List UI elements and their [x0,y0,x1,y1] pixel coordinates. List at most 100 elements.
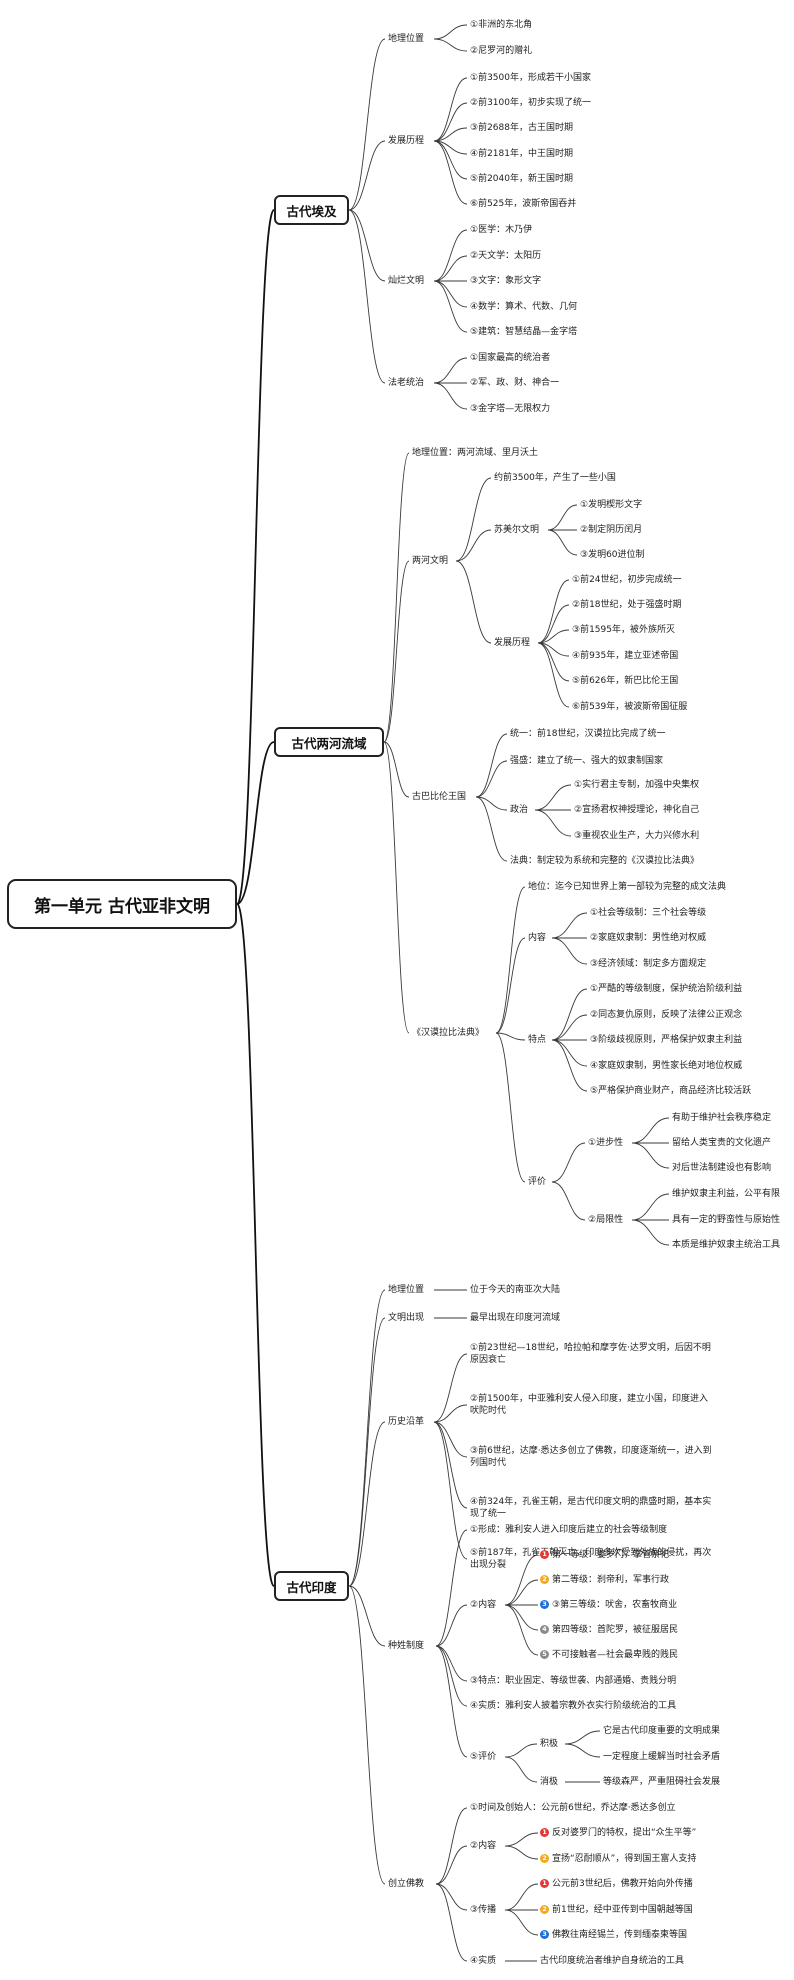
leaf-item: 等级森严，严重阻碍社会发展 [603,1777,721,1787]
category-geo: 地理位置：两河流域、里月沃土 [412,448,539,458]
leaf-item: 统一：前18世纪，汉谟拉比完成了统一 [510,729,666,739]
connector-line [534,784,572,811]
subcategory-spread: ③传播 [470,1905,497,1915]
category-buddhism: 创立佛教 [388,1879,425,1889]
subcategory-eval: ⑤评价 [470,1752,497,1762]
leaf-item: ⑤建筑：智慧结晶—金字塔 [470,327,578,337]
connector-line [551,912,588,939]
leaf-item: ②同态复仇原则，反映了法律公正观念 [590,1010,743,1020]
badge-item-text: 第一等级：婆罗门，掌管祭祀 [552,1550,670,1560]
category-rivers: 两河文明 [412,556,449,566]
connector-line [348,1421,386,1587]
leaf-item: ②天文学：太阳历 [470,251,542,261]
connector-line [631,1117,670,1144]
connector-line [475,760,508,798]
connector-line [537,642,570,708]
leaf-item: 最早出现在印度河流域 [470,1313,561,1323]
connector-line [383,741,410,1034]
leaf-item: ②尼罗河的赠礼 [470,46,533,56]
leaf-item: 有助于维护社会秩序稳定 [672,1113,772,1123]
leaf-item: ②军、政、财、神合一 [470,378,560,388]
leaf-item: ③重视农业生产，大力兴修水利 [574,831,700,841]
badge-item-text: 佛教往南经锡兰，传到缅泰柬等国 [552,1930,688,1940]
leaf-item: 强盛：建立了统一、强大的奴隶制国家 [510,756,664,766]
category-history: 发展历程 [388,136,425,146]
leaf-item: ②前3100年，初步实现了统一 [470,98,591,108]
leaf-item: 它是古代印度重要的文明成果 [603,1726,721,1736]
badge-item-text: ③第三等级：吠舍，农畜牧商业 [552,1600,678,1610]
connector-line [433,127,468,142]
leaf-item: 地位：迄今已知世界上第一部较为完整的成文法典 [528,882,727,892]
leaf-item: ④前324年，孔雀王朝，是古代印度文明的鼎盛时期，基本实现了统一 [470,1497,712,1519]
connector-line [433,1421,468,1560]
leaf-item: ③前1595年，被外族所灭 [572,625,675,635]
connector-line [435,1645,468,1707]
leaf-item: ④实质：雅利安人披着宗教外衣实行阶级统治的工具 [470,1701,677,1711]
leaf-item: 留给人类宝贵的文化遗产 [672,1138,772,1148]
leaf-item: ③发明60进位制 [580,550,645,560]
leaf-item: ④前2181年，中王国时期 [470,149,573,159]
connector-line [348,209,386,384]
leaf-item: ③特点：职业固定、等级世袭、内部通婚、贵贱分明 [470,1676,677,1686]
connector-line [475,733,508,798]
connector-line [348,1317,386,1587]
badge-item-text: 不可接触者—社会最卑贱的贱民 [552,1650,679,1660]
subcategory-history: 发展历程 [494,638,531,648]
category-geo: 地理位置 [388,34,425,44]
number-badge-icon: 2 [540,1905,549,1914]
leaf-item: ③经济领域：制定多方面规定 [590,959,707,969]
connector-line [504,1756,538,1783]
connector-line [435,1883,468,1911]
connector-line [348,1585,386,1647]
subcategory-content: ②内容 [470,1841,497,1851]
connector-line [435,1645,468,1758]
category-history: 历史沿革 [388,1417,425,1427]
badge-item-text: 第四等级：首陀罗，被征服居民 [552,1625,679,1635]
leaf-item: ①国家最高的统治者 [470,353,551,363]
leaf-item: ②家庭奴隶制：男性绝对权威 [590,933,707,943]
badge-item-text: 前1世纪，经中亚传到中国朝越等国 [552,1905,693,1915]
branch-connector [236,741,275,905]
connector-line [475,796,508,862]
connector-line [504,1909,539,1936]
branch-connector [236,903,275,1587]
leaf-item: ④数学：算术、代数、几何 [470,302,578,312]
leaf-item: 约前3500年，产生了一些小国 [494,473,616,483]
badge-item-text: 宣扬“忍耐顺从”，得到国王富人支持 [552,1854,697,1864]
leaf-item: 位于今天的南亚次大陆 [470,1285,561,1295]
connector-line [495,937,526,1034]
category-civ: 文明出现 [388,1313,425,1323]
connector-line [455,560,492,644]
leaf-item: ⑤严格保护商业财产，商品经济比较活跃 [590,1086,752,1096]
leaf-item: ①前23世纪—18世纪，哈拉帕和摩亨佐·达罗文明，后因不明原因衰亡 [470,1343,711,1365]
leaf-item: ①严酷的等级制度，保护统治阶级利益 [590,984,743,994]
connector-line [435,1807,468,1885]
connector-line [433,1421,468,1458]
leaf-item: ①社会等级制：三个社会等级 [590,908,707,918]
connector-line [551,988,588,1041]
subcategory-limit: ②局限性 [588,1215,624,1225]
leaf-item: ③前2688年，古王国时期 [470,123,573,133]
connector-line [547,529,578,556]
topic-mesopotamia: 古代两河流域 [274,727,384,757]
leaf-item: ⑤前2040年，新王国时期 [470,174,573,184]
connector-line [564,1743,601,1758]
leaf-item: ②前1500年，中亚雅利安人侵入印度，建立小国，印度进入吠陀时代 [470,1394,708,1416]
subcategory-positive: 积极 [540,1739,559,1749]
leaf-item: ③金字塔—无限权力 [470,404,551,414]
branch-connector [236,209,275,905]
root-title: 第一单元 古代亚非文明 [7,879,237,929]
leaf-item: ①医学：木乃伊 [470,225,533,235]
leaf-item: ②前18世纪，处于强盛时期 [572,600,682,610]
connector-line [455,477,492,562]
leaf-item: ①发明楔形文字 [580,500,643,510]
leaf-item: 本质是维护奴隶主统治工具 [672,1240,781,1250]
category-caste: 种姓制度 [388,1641,425,1651]
leaf-item: ①实行君主专制，加强中央集权 [574,780,700,790]
